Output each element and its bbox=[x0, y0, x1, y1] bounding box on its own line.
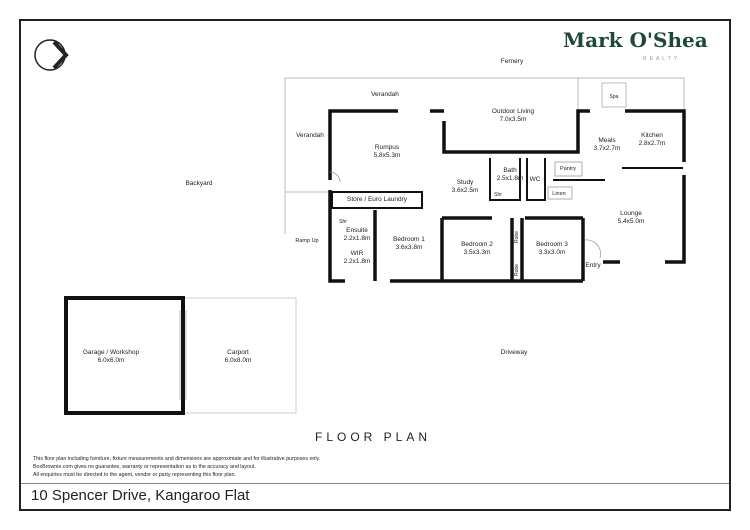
page-frame bbox=[19, 19, 731, 511]
plan-title: FLOOR PLAN bbox=[314, 430, 432, 444]
room-pantry: Pantry bbox=[560, 166, 576, 172]
robe-label: Robe bbox=[514, 231, 520, 243]
address-divider bbox=[21, 483, 729, 484]
spa-label: Spa bbox=[609, 94, 619, 100]
ramp-label: Ramp Up bbox=[295, 238, 319, 244]
north-arrow-icon bbox=[34, 39, 69, 71]
backyard-label: Backyard bbox=[185, 180, 213, 187]
shower-label: Shr bbox=[339, 219, 347, 225]
fernery-label: Fernery bbox=[500, 58, 524, 65]
disclaimer: This floor plan including furniture, fix… bbox=[33, 456, 321, 478]
brand-logo: Mark O'Shea bbox=[563, 28, 708, 52]
house-walls bbox=[328, 109, 686, 283]
room-entry: Entry bbox=[585, 262, 601, 269]
property-address: 10 Spencer Drive, Kangaroo Flat bbox=[31, 487, 250, 504]
verandah-left-label: Verandah bbox=[296, 132, 324, 139]
verandah-top-label: Verandah bbox=[371, 91, 399, 98]
brand-logo-sub: REALTY bbox=[643, 56, 681, 62]
room-linen: Linen bbox=[552, 191, 566, 197]
shower-label: Shr bbox=[494, 192, 502, 198]
room-laundry: Store / Euro Laundry bbox=[347, 196, 407, 203]
verandah-outline bbox=[284, 77, 685, 234]
garage-walls bbox=[64, 296, 185, 415]
room-wc: WC bbox=[529, 176, 541, 183]
driveway-label: Driveway bbox=[500, 349, 528, 356]
robe-label: Robe bbox=[514, 264, 520, 276]
